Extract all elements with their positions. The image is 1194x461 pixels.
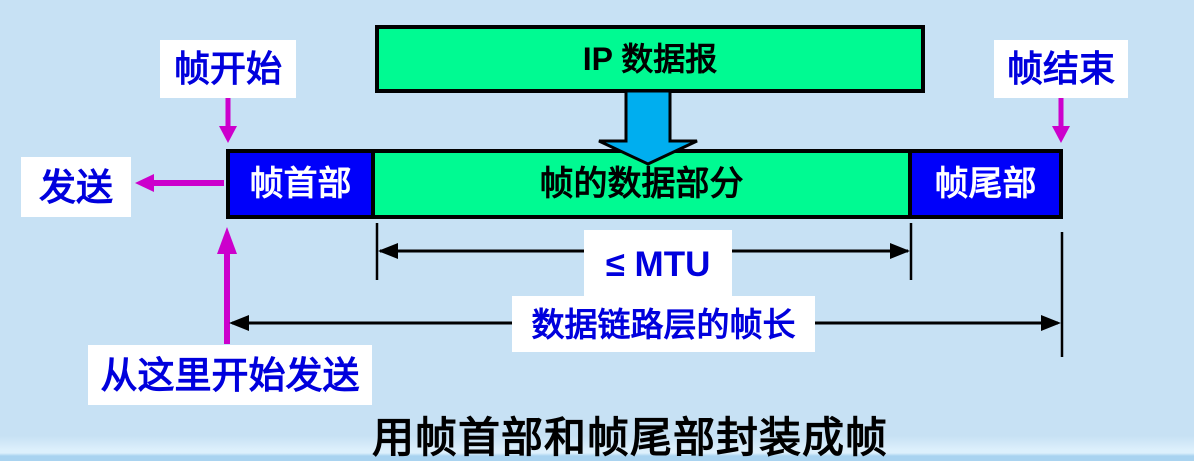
frame-end-arrowhead-icon — [1052, 126, 1070, 143]
frame-length-right-arrowhead-icon — [1041, 315, 1061, 331]
mtu-left-arrowhead-icon — [378, 243, 398, 259]
encapsulate-down-arrow-icon — [598, 89, 698, 166]
frame-data-box: 帧的数据部分 — [371, 149, 912, 219]
frame-length-left-arrowhead-icon — [229, 315, 249, 331]
start-sending-arrowhead-icon — [217, 227, 237, 254]
frame-start-text: 帧开始 — [173, 48, 282, 89]
frame-start-arrowhead-icon — [219, 126, 237, 143]
frame-length-label: 数据链路层的帧长 — [512, 296, 815, 352]
frame-trailer-box: 帧尾部 — [908, 149, 1063, 219]
diagram-title: 用帧首部和帧尾部封装成帧 — [372, 414, 889, 461]
frame-trailer-label: 帧尾部 — [934, 165, 1037, 203]
ip-datagram-box: IP 数据报 — [375, 25, 925, 93]
frame-data-label: 帧的数据部分 — [539, 165, 744, 203]
frame-header-label: 帧首部 — [249, 165, 352, 203]
start-sending-text: 从这里开始发送 — [100, 354, 360, 396]
mtu-right-arrowhead-icon — [890, 243, 910, 259]
send-text: 发送 — [39, 166, 113, 208]
mtu-text: ≤ MTU — [605, 244, 711, 284]
send-label: 发送 — [21, 157, 131, 217]
frame-end-label: 帧结束 — [994, 40, 1128, 98]
frame-length-text: 数据链路层的帧长 — [531, 305, 796, 343]
ip-datagram-label: IP 数据报 — [582, 41, 718, 77]
frame-header-box: 帧首部 — [226, 149, 375, 219]
send-arrowhead-icon — [135, 174, 154, 192]
start-sending-label: 从这里开始发送 — [88, 345, 372, 405]
mtu-label: ≤ MTU — [584, 230, 732, 298]
frame-start-label: 帧开始 — [160, 40, 296, 98]
frame-end-text: 帧结束 — [1006, 48, 1115, 89]
